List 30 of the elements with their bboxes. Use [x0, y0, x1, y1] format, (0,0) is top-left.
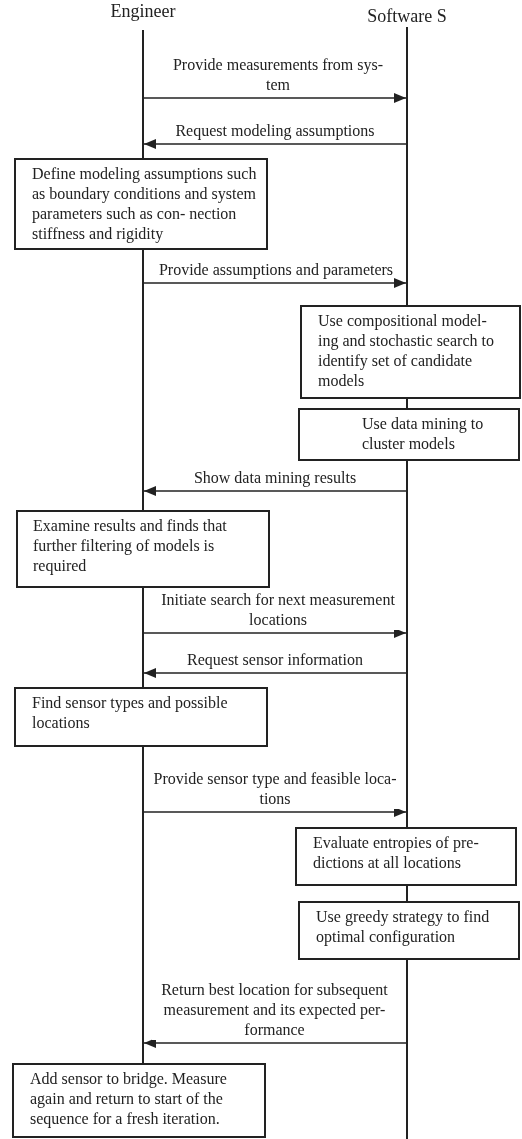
message-arrow	[143, 93, 407, 103]
activity-box	[295, 827, 517, 886]
participant-name: Software S	[366, 5, 448, 27]
activity-box	[298, 901, 520, 960]
activity-box	[298, 408, 520, 461]
box-text: Use compositional model- ing and stochastic search to identify set of candidate models	[318, 311, 495, 391]
box-text: Examine results and finds that further filtering of models is required	[33, 516, 228, 576]
box-text: Add sensor to bridge. Measure again and return to start of the sequence for a fresh iteration.	[30, 1069, 228, 1129]
activity-box	[14, 158, 268, 250]
edge-label: Show data mining results	[193, 468, 357, 488]
activity-box	[14, 687, 268, 747]
message-arrow	[143, 486, 407, 496]
participant-name: Engineer	[109, 0, 177, 22]
box-text: Use data mining to cluster models	[362, 414, 485, 454]
message-arrow	[143, 668, 407, 678]
message-arrow	[143, 278, 407, 288]
message-arrow	[143, 139, 407, 149]
activity-box	[300, 305, 521, 399]
edge-label: Provide assumptions and parameters	[158, 260, 394, 280]
activity-box	[16, 510, 270, 588]
activity-box	[12, 1063, 266, 1138]
message-arrow	[143, 1038, 407, 1048]
edge-label: Request sensor information	[187, 650, 363, 670]
box-text: Define modeling assumptions such as boundary conditions and system parameters such as con- nection stiffness and rigidity	[32, 164, 258, 244]
message-arrow	[143, 807, 407, 817]
edge-label: Request modeling assumptions	[175, 121, 375, 141]
message-arrow	[143, 628, 407, 638]
box-text: Find sensor types and possible locations	[32, 693, 229, 733]
box-text: Use greedy strategy to find optimal configuration	[316, 907, 491, 947]
box-text: Evaluate entropies of pre- dictions at all locations	[313, 833, 480, 873]
